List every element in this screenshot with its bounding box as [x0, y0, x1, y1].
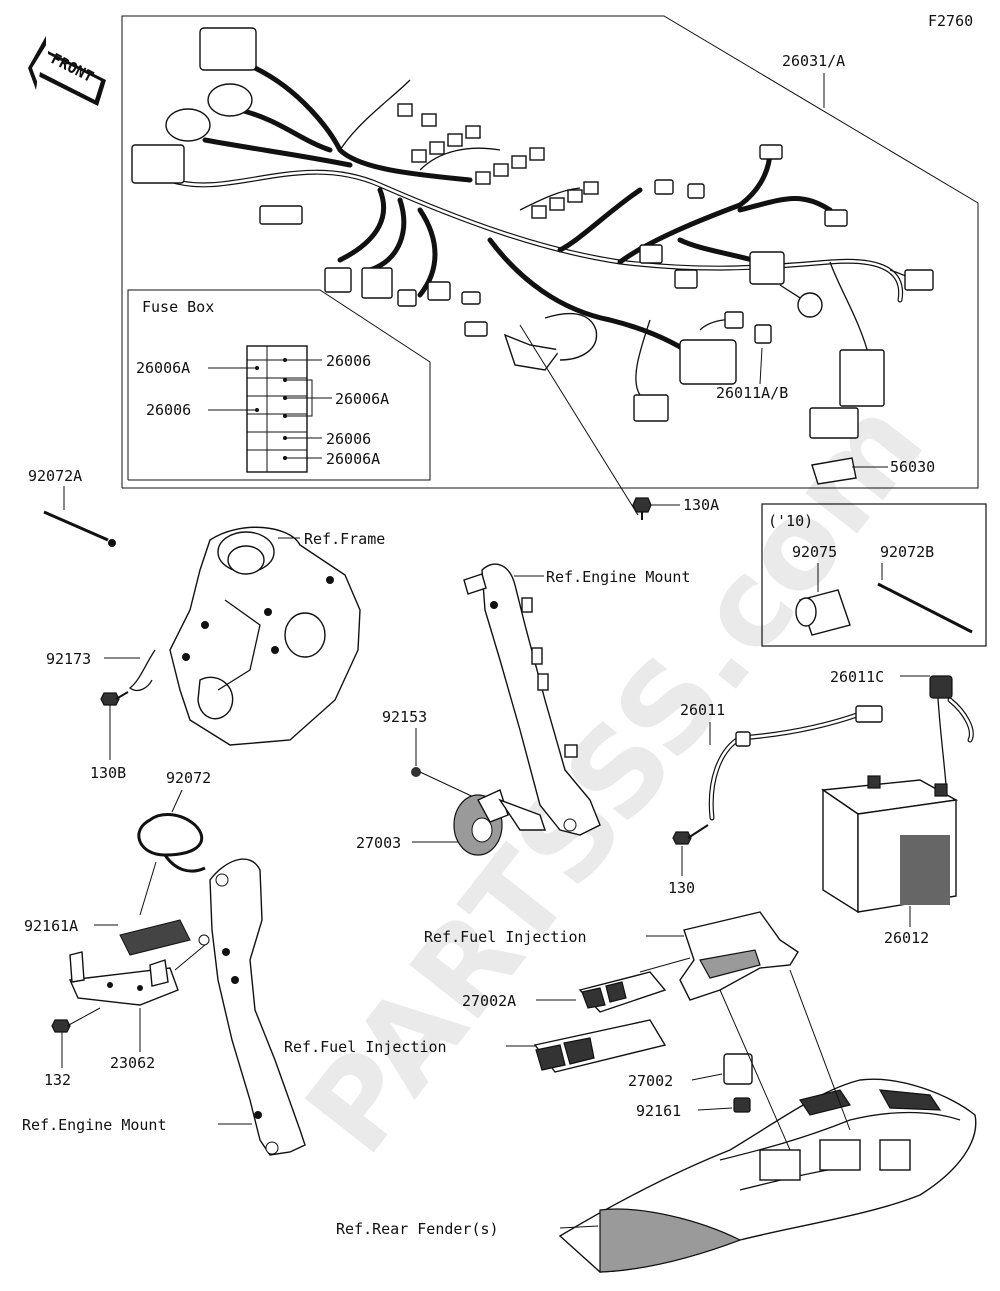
- label-130a: 130A: [683, 496, 719, 514]
- leader-26011ab: [759, 347, 763, 385]
- label-ref-frame: Ref.Frame: [304, 530, 385, 548]
- fuse-right-label-1: 26006: [326, 352, 371, 370]
- figure-code: F2760: [928, 12, 973, 30]
- watermark: PARTSSS.com: [280, 375, 951, 1179]
- bolt-icon: [632, 497, 652, 520]
- fuse-right-label-3: 26006: [326, 430, 371, 448]
- label-92072: 92072: [166, 769, 211, 787]
- fuse-left-label-1: 26006A: [136, 359, 190, 377]
- front-arrow-icon: FRONT: [28, 36, 106, 106]
- horn-icon: [453, 789, 546, 856]
- label-ref-fuel-injection-1: Ref.Fuel Injection: [424, 928, 587, 946]
- watermark-text: PARTSSS.com: [280, 375, 951, 1179]
- label-132: 132: [44, 1071, 71, 1089]
- bolt-icon: [100, 691, 129, 706]
- label-ref-fuel-injection-2: Ref.Fuel Injection: [284, 1038, 447, 1056]
- label-26011c: 26011C: [830, 668, 884, 686]
- engine-mount-bottom: [198, 858, 306, 1156]
- engine-mount-top: [463, 563, 601, 836]
- pad-icon: [119, 919, 191, 956]
- frame-part: [169, 526, 361, 746]
- battery-lead: [929, 675, 974, 786]
- label-26031-a: 26031/A: [782, 52, 845, 70]
- label-92072a: 92072A: [28, 467, 82, 485]
- connector-cluster-icon: [397, 103, 599, 219]
- variant-box-title: ('10): [768, 512, 813, 530]
- label-ref-engine-mount-top: Ref.Engine Mount: [546, 568, 691, 586]
- cable-tie-icon: [43, 510, 116, 547]
- bracket-icon: [68, 944, 206, 1006]
- washer-icon: [411, 767, 481, 801]
- battery-cable: [708, 705, 883, 821]
- label-26011: 26011: [680, 701, 725, 719]
- label-27002: 27002: [628, 1072, 673, 1090]
- fuse-box-title: Fuse Box: [142, 298, 214, 316]
- rear-fender: [558, 969, 977, 1273]
- label-56030: 56030: [890, 458, 935, 476]
- fuse-box-panel: Fuse Box: [127, 289, 431, 481]
- label-26012: 26012: [884, 929, 929, 947]
- clamp-icon: [128, 649, 156, 692]
- variant-box: ('10) 92075 92072B: [761, 503, 987, 647]
- label-92072b: 92072B: [880, 543, 934, 561]
- label-92153: 92153: [382, 708, 427, 726]
- label-26011ab: 26011A/B: [716, 384, 788, 402]
- main-harness-frame: [121, 15, 979, 489]
- fuse-right-label-2: 26006A: [335, 390, 389, 408]
- bolt-icon: [51, 1007, 101, 1033]
- ecu-bracket: [533, 911, 799, 1113]
- label-23062: 23062: [110, 1054, 155, 1072]
- label-92075: 92075: [792, 543, 837, 561]
- label-92161a: 92161A: [24, 917, 78, 935]
- label-130b: 130B: [90, 764, 126, 782]
- label-130: 130: [668, 879, 695, 897]
- fuse-right-label-4: 26006A: [326, 450, 380, 468]
- fuse-left-label-2: 26006: [146, 401, 191, 419]
- main-wiring-harness: [131, 27, 934, 485]
- battery-icon: [821, 775, 959, 914]
- bolt-icon: [672, 824, 709, 845]
- tie-loop-icon: [137, 813, 206, 873]
- label-92173: 92173: [46, 650, 91, 668]
- label-92161: 92161: [636, 1102, 681, 1120]
- label-ref-rear-fender: Ref.Rear Fender(s): [336, 1220, 499, 1238]
- label-27003: 27003: [356, 834, 401, 852]
- label-27002a: 27002A: [462, 992, 516, 1010]
- sleeve-icon: [795, 589, 851, 636]
- label-ref-engine-mount-bottom: Ref.Engine Mount: [22, 1116, 167, 1134]
